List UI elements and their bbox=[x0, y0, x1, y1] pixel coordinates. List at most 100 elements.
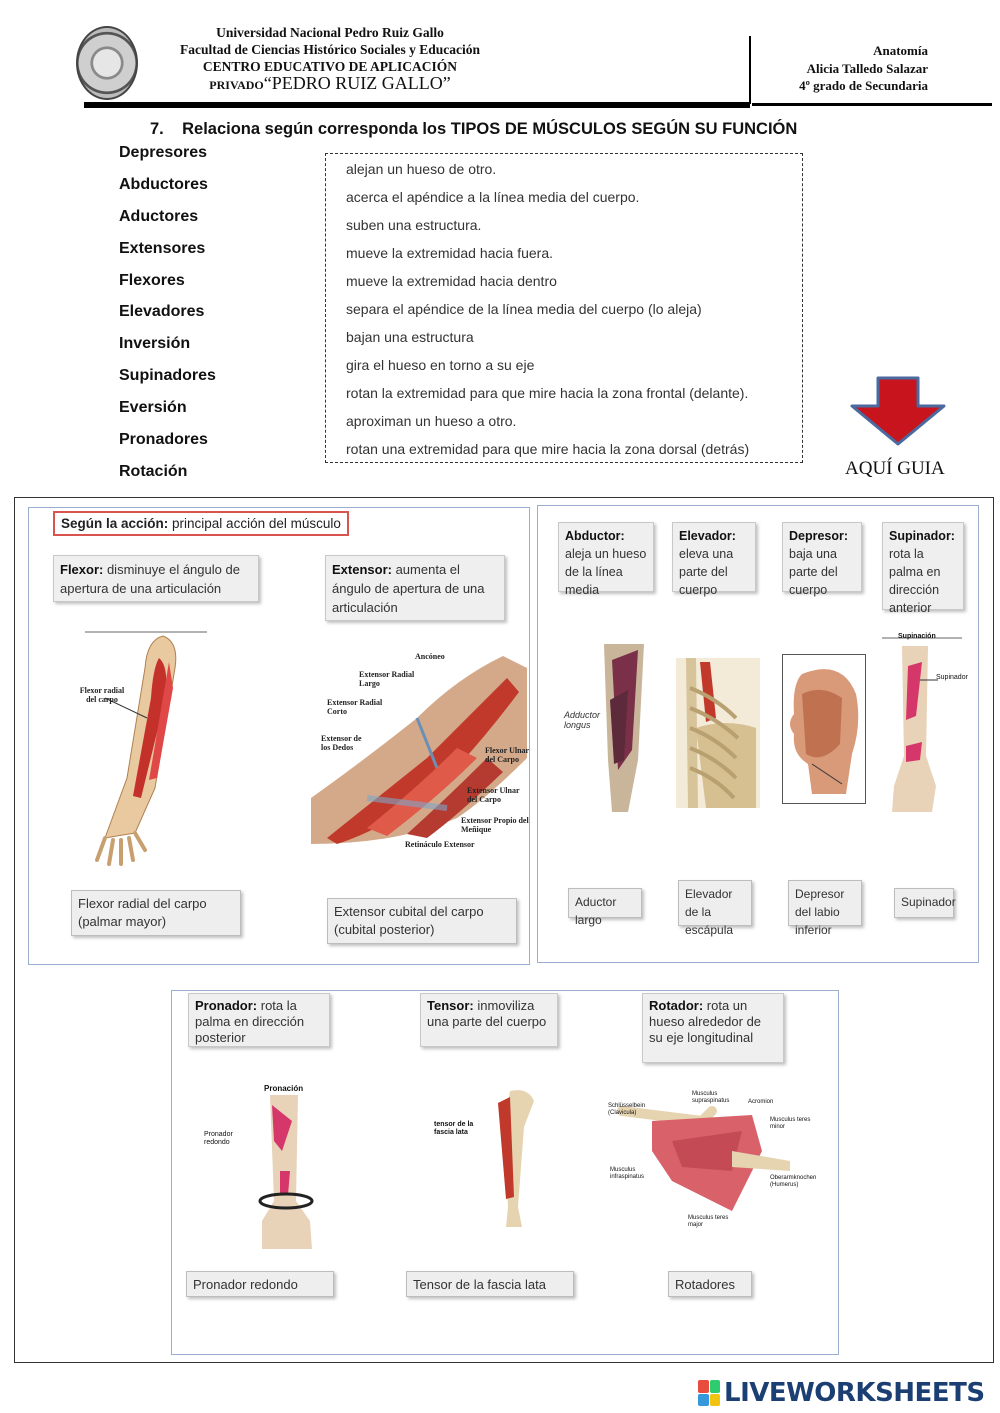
supinador-small-label: Supinador bbox=[936, 674, 968, 681]
abductor-term: Abductor: bbox=[565, 529, 625, 543]
pronador-small-label: Pronador redondo bbox=[204, 1131, 233, 1146]
caption-depresor-labio: Depresor del labio inferior bbox=[788, 880, 862, 937]
header-line-3: CENTRO EDUCATIVO DE APLICACIÓN bbox=[202, 59, 458, 74]
term-item[interactable]: Pronadores bbox=[119, 431, 208, 449]
rot-label-infraspinatus: Musculus infraspinatus bbox=[610, 1167, 645, 1180]
pronador-definition: Pronador: rota la palma en dirección pos… bbox=[188, 993, 330, 1047]
tensor-term: Tensor: bbox=[427, 998, 474, 1013]
definition-item[interactable]: suben una estructura. bbox=[346, 217, 482, 233]
term-item[interactable]: Inversión bbox=[119, 335, 191, 353]
caption-elevador-escapula: Elevador de la escápula bbox=[678, 880, 752, 937]
tensor-small-label: tensor de la fascia lata bbox=[434, 1121, 474, 1136]
supinador-illustration bbox=[882, 637, 962, 812]
definition-item[interactable]: acerca el apéndice a la línea media del … bbox=[346, 189, 640, 205]
panel-title-rest: principal acción del músculo bbox=[168, 516, 341, 531]
guide-panel-rotation: Pronador: rota la palma en dirección pos… bbox=[171, 990, 839, 1355]
term-item[interactable]: Aductores bbox=[119, 207, 199, 225]
term-item[interactable]: Rotación bbox=[119, 462, 188, 480]
panel-title: Según la acción: principal acción del mú… bbox=[53, 511, 349, 536]
term-item[interactable]: Abductores bbox=[119, 175, 208, 193]
flexor-term: Flexor: bbox=[60, 562, 104, 577]
elevador-illustration bbox=[676, 658, 760, 808]
term-item[interactable]: Elevadores bbox=[119, 303, 205, 321]
elevador-definition: Elevador: eleva una parte del cuerpo bbox=[672, 522, 756, 597]
definition-item[interactable]: gira el hueso en torno a su eje bbox=[346, 357, 535, 373]
rotador-text: rota un hueso alrededor de su eje longit… bbox=[649, 998, 762, 1045]
rot-label-clavicula: Schlüsselbein (Clavicula) bbox=[608, 1103, 646, 1116]
caption-tensor-fascia-lata: Tensor de la fascia lata bbox=[406, 1271, 574, 1297]
caption-rotadores: Rotadores bbox=[668, 1271, 752, 1297]
tensor-text: inmoviliza una parte del cuerpo bbox=[427, 998, 547, 1029]
ext-label-propio-menique: Extensor Propio del Meñique bbox=[461, 816, 529, 834]
caption-flexor-radial: Flexor radial del carpo (palmar mayor) bbox=[71, 890, 241, 936]
definition-item[interactable]: bajan una estructura bbox=[346, 329, 474, 345]
tensor-illustration bbox=[498, 1090, 534, 1227]
term-item[interactable]: Extensores bbox=[119, 239, 206, 257]
depresor-term: Depresor: bbox=[789, 529, 849, 543]
liveworksheets-brand[interactable]: LIVEWORKSHEETS bbox=[698, 1376, 985, 1410]
caption-pronador-redondo: Pronador redondo bbox=[186, 1271, 334, 1297]
term-item[interactable]: Flexores bbox=[119, 271, 185, 289]
guide-panel-action: Según la acción: principal acción del mú… bbox=[28, 507, 530, 965]
flexor-radial-label: Flexor radial del carpo bbox=[79, 686, 125, 704]
rotador-illustration bbox=[617, 1106, 790, 1211]
supinador-definition: Supinador: rota la palma en dirección an… bbox=[882, 522, 964, 615]
caption-extensor-cubital: Extensor cubital del carpo (cubital post… bbox=[327, 898, 517, 944]
guide-frame bbox=[14, 497, 994, 1363]
guide-label: AQUÍ GUIA bbox=[845, 458, 945, 479]
rot-label-teres-major: Musculus teres major bbox=[688, 1215, 729, 1228]
rot-label-humerus: Oberarmknochen (Humerus) bbox=[770, 1175, 817, 1188]
university-seal bbox=[76, 26, 138, 100]
rotador-definition: Rotador: rota un hueso alrededor de su e… bbox=[642, 993, 784, 1063]
ext-label-retinaculo: Retináculo Extensor bbox=[405, 840, 475, 849]
definition-item[interactable]: separa el apéndice de la línea media del… bbox=[346, 301, 702, 317]
tensor-definition: Tensor: inmoviliza una parte del cuerpo bbox=[420, 993, 558, 1047]
question-7: 7. Relaciona según corresponda los TIPOS… bbox=[150, 120, 797, 139]
definition-item[interactable]: alejan un hueso de otro. bbox=[346, 161, 497, 177]
term-item[interactable]: Eversión bbox=[119, 399, 187, 417]
pronador-term: Pronador: bbox=[195, 998, 258, 1013]
definitions-box: alejan un hueso de otro. acerca el apénd… bbox=[325, 153, 803, 463]
ext-label-dedos: Extensor de los Dedos bbox=[321, 734, 362, 752]
header-privado: PRIVADO bbox=[209, 78, 264, 92]
definition-item[interactable]: mueve la extremidad hacia dentro bbox=[346, 273, 557, 289]
header-school-name: “PEDRO RUIZ GALLO” bbox=[263, 73, 451, 93]
definition-item[interactable]: mueve la extremidad hacia fuera. bbox=[346, 245, 553, 261]
definition-item[interactable]: rotan una extremidad para que mire hacia… bbox=[346, 441, 750, 457]
flexor-text: disminuye el ángulo de apertura de una a… bbox=[60, 562, 240, 596]
ext-label-flexor-ulnar: Flexor Ulnar del Carpo bbox=[485, 746, 529, 764]
liveworksheets-wordmark: LIVEWORKSHEETS bbox=[724, 1378, 985, 1408]
definition-item[interactable]: aproximan un hueso a otro. bbox=[346, 413, 517, 429]
liveworksheets-logo-icon bbox=[698, 1380, 720, 1406]
ext-label-radial-largo: Extensor Radial Largo bbox=[359, 670, 415, 688]
flexor-arm-illustration bbox=[85, 631, 207, 866]
terms-list: Depresores Abductores Aductores Extensor… bbox=[119, 143, 319, 494]
extensor-text: aumenta el ángulo de apertura de una art… bbox=[332, 562, 485, 615]
elevador-text: eleva una parte del cuerpo bbox=[679, 547, 734, 597]
pronacion-label: Pronación bbox=[264, 1084, 304, 1093]
flexor-definition: Flexor: disminuye el ángulo de apertura … bbox=[53, 555, 259, 602]
term-item[interactable]: Supinadores bbox=[119, 367, 216, 385]
supinador-term: Supinador: bbox=[889, 529, 955, 543]
definition-item[interactable]: rotan la extremidad para que mire hacia … bbox=[346, 385, 749, 401]
question-number: 7. bbox=[150, 120, 164, 138]
rotador-term: Rotador: bbox=[649, 998, 704, 1013]
ext-label-radial-corto: Extensor Radial Corto bbox=[327, 698, 383, 716]
supinacion-label: Supinación bbox=[898, 633, 936, 640]
down-arrow-icon bbox=[850, 376, 946, 446]
abductor-text: aleja un hueso de la línea media bbox=[565, 547, 647, 597]
header-subject: Anatomía bbox=[873, 43, 928, 58]
panel-title-bold: Según la acción: bbox=[61, 516, 169, 531]
header-rule bbox=[84, 102, 750, 108]
header-rule-right bbox=[752, 103, 992, 106]
adductor-illustration bbox=[604, 644, 644, 812]
extensor-definition: Extensor: aumenta el ángulo de apertura … bbox=[325, 555, 505, 621]
adductor-longus-label: Adductor longus bbox=[564, 710, 601, 730]
elevador-term: Elevador: bbox=[679, 529, 736, 543]
guide-panel-types: Abductor: aleja un hueso de la línea med… bbox=[537, 505, 979, 963]
question-text: Relaciona según corresponda los TIPOS DE… bbox=[182, 120, 798, 138]
term-item[interactable]: Depresores bbox=[119, 144, 208, 161]
caption-aductor-largo: Aductor largo bbox=[568, 888, 642, 927]
pronador-text: rota la palma en dirección posterior bbox=[195, 998, 305, 1045]
header-course-info: Anatomía Alicia Talledo Salazar 4º grado… bbox=[760, 42, 928, 95]
